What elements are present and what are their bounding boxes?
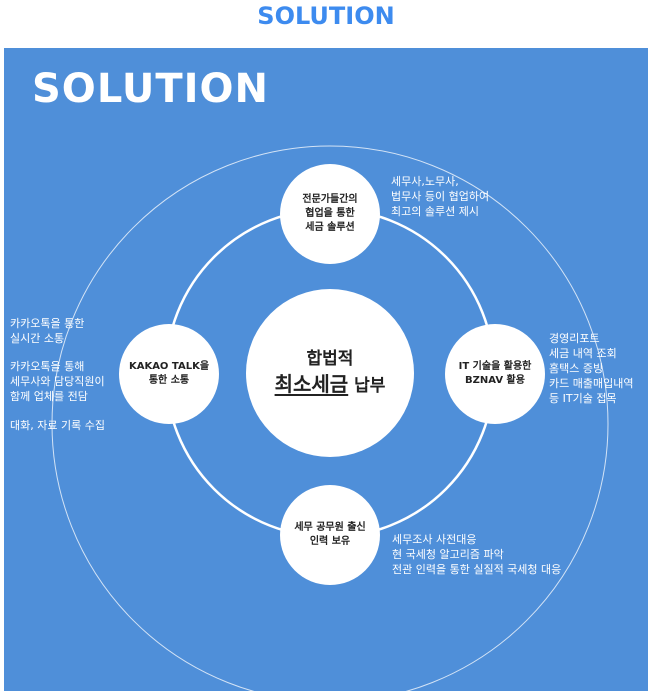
solution-panel: SOLUTION 합법적 최소세금 납부 전문가들간의 협업을 통한 세금 솔루… [4,48,648,691]
center-label: 합법적 최소세금 납부 [275,347,386,399]
note-top-right: 세무사,노무사, 법무사 등이 협업하여 최고의 솔루션 제시 [391,175,490,218]
node-right-circle: IT 기술을 활용한 BZNAV 활용 [445,324,545,424]
outer-ring [51,145,609,691]
center-circle: 합법적 최소세금 납부 [246,289,414,457]
note-bottom-right: 세무조사 사전대응 현 국세청 알고리즘 파악 전관 인력을 통한 실질적 국세… [392,533,562,576]
node-top-label: 전문가들간의 협업을 통한 세금 솔루션 [302,194,358,233]
center-suffix: 납부 [354,376,386,396]
note-left-3: 대화, 자료 기록 수집 [10,419,105,432]
node-right-label: IT 기술을 활용한 BZNAV 활용 [458,361,532,386]
node-left-circle: KAKAO TALK을 통한 소통 [119,324,219,424]
note-left-1: 카카오톡을 통한 실시간 소통 [10,317,85,345]
note-right: 경영리포트 세금 내역 조회 홈택스 증빙 카드 매출매입내역 등 IT기술 접… [549,332,634,405]
panel-title: SOLUTION [32,66,270,112]
note-left-2: 카카오톡을 통해 세무사와 담당직원이 함께 업체를 전담 [10,360,105,403]
node-bottom-label: 세무 공무원 출신 인력 보유 [294,522,366,547]
node-left-label: KAKAO TALK을 통한 소통 [128,361,210,386]
node-top-circle: 전문가들간의 협업을 통한 세금 솔루션 [280,164,380,264]
page-title: SOLUTION [257,2,395,30]
node-bottom-circle: 세무 공무원 출신 인력 보유 [280,485,380,585]
center-emphasis: 최소세금 [274,372,349,396]
center-line1: 합법적 [306,349,354,369]
